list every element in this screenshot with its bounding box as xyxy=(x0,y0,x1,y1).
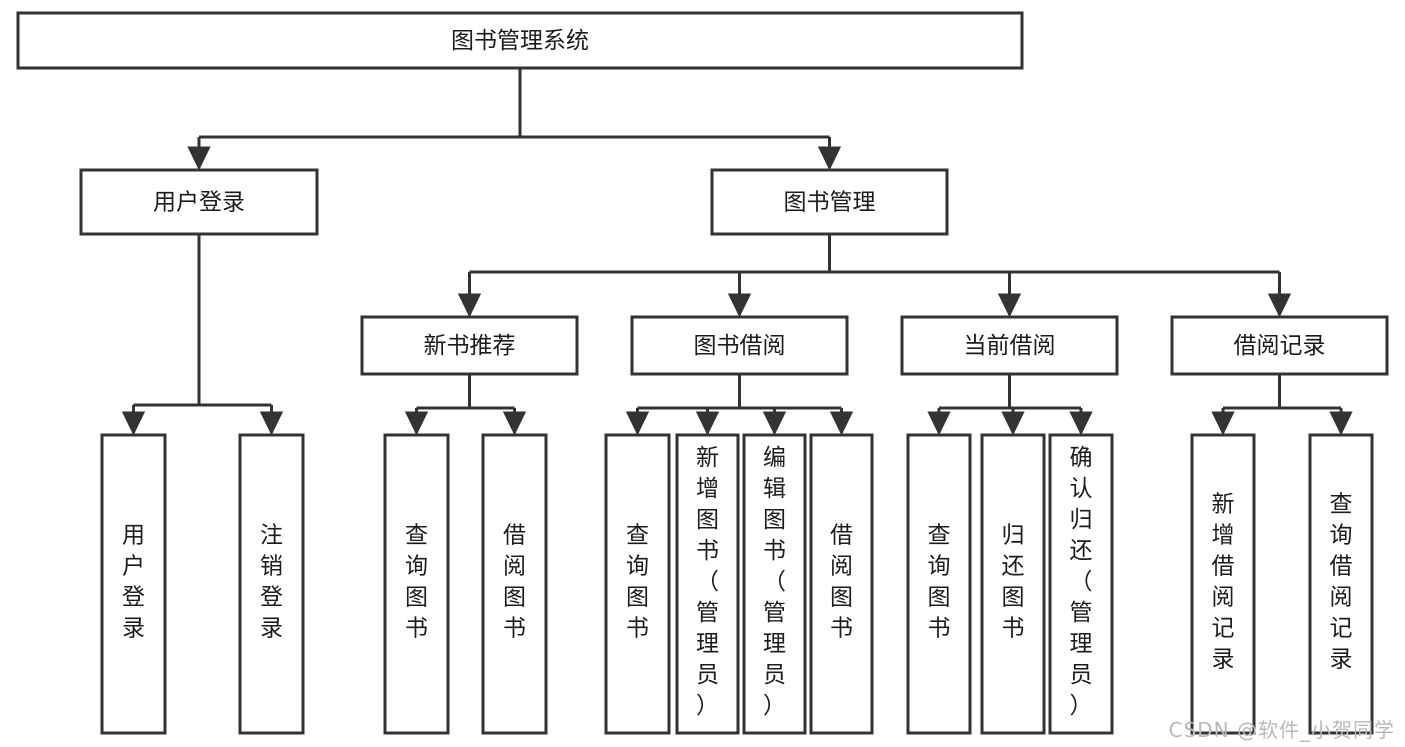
node-label: 新书推荐 xyxy=(424,333,516,359)
node-layer: 图书管理系统用户登录图书管理新书推荐图书借阅当前借阅借阅记录用户登录注销登录查询… xyxy=(16,11,1389,735)
node-root[interactable]: 图书管理系统 xyxy=(16,11,1024,70)
node-label: 图书借阅 xyxy=(694,333,786,359)
leaf-label: 用户登录 xyxy=(122,523,145,642)
connector-layer xyxy=(121,68,1353,436)
node-leaf-4[interactable]: 查询图书 xyxy=(604,433,671,735)
leaf-label: 查询图书 xyxy=(626,523,649,642)
node-label: 图书管理系统 xyxy=(451,28,589,54)
node-label: 图书管理 xyxy=(784,190,876,216)
node-leaf-0[interactable]: 用户登录 xyxy=(100,433,167,735)
node-leaf-9[interactable]: 归还图书 xyxy=(980,433,1046,735)
leaf-label: 新增图书（管理员） xyxy=(696,445,719,719)
leaf-label: 归还图书 xyxy=(1002,523,1025,642)
node-leaf-12[interactable]: 查询借阅记录 xyxy=(1308,433,1374,735)
leaf-label: 编辑图书（管理员） xyxy=(763,445,786,719)
leaf-label: 确认归还（管理员） xyxy=(1070,445,1093,719)
node-leaf-10[interactable]: 确认归还（管理员） xyxy=(1048,433,1114,735)
node-leaf-5[interactable]: 新增图书（管理员） xyxy=(675,433,740,735)
node-leaf-6[interactable]: 编辑图书（管理员） xyxy=(742,433,807,735)
node-level3-3[interactable]: 借阅记录 xyxy=(1170,315,1389,376)
node-label: 当前借阅 xyxy=(964,333,1056,359)
node-leaf-3[interactable]: 借阅图书 xyxy=(481,433,548,735)
node-leaf-2[interactable]: 查询图书 xyxy=(383,433,450,735)
node-level2-0[interactable]: 用户登录 xyxy=(79,168,319,236)
watermark-text: CSDN @软件_小贺同学 xyxy=(1168,718,1395,742)
node-leaf-1[interactable]: 注销登录 xyxy=(238,433,305,735)
node-level3-0[interactable]: 新书推荐 xyxy=(360,315,579,376)
leaf-label: 新增借阅记录 xyxy=(1212,492,1235,673)
leaf-label: 查询图书 xyxy=(928,523,951,642)
node-label: 借阅记录 xyxy=(1234,333,1326,359)
node-level3-2[interactable]: 当前借阅 xyxy=(900,315,1119,376)
leaf-label: 借阅图书 xyxy=(503,523,526,642)
leaf-label: 注销登录 xyxy=(260,523,283,642)
node-label: 用户登录 xyxy=(153,190,245,216)
node-leaf-8[interactable]: 查询图书 xyxy=(906,433,972,735)
leaf-label: 查询借阅记录 xyxy=(1330,492,1353,673)
node-leaf-7[interactable]: 借阅图书 xyxy=(809,433,874,735)
leaf-label: 借阅图书 xyxy=(830,523,853,642)
node-level3-1[interactable]: 图书借阅 xyxy=(630,315,849,376)
leaf-label: 查询图书 xyxy=(405,523,428,642)
node-leaf-11[interactable]: 新增借阅记录 xyxy=(1190,433,1256,735)
node-level2-1[interactable]: 图书管理 xyxy=(710,168,949,236)
